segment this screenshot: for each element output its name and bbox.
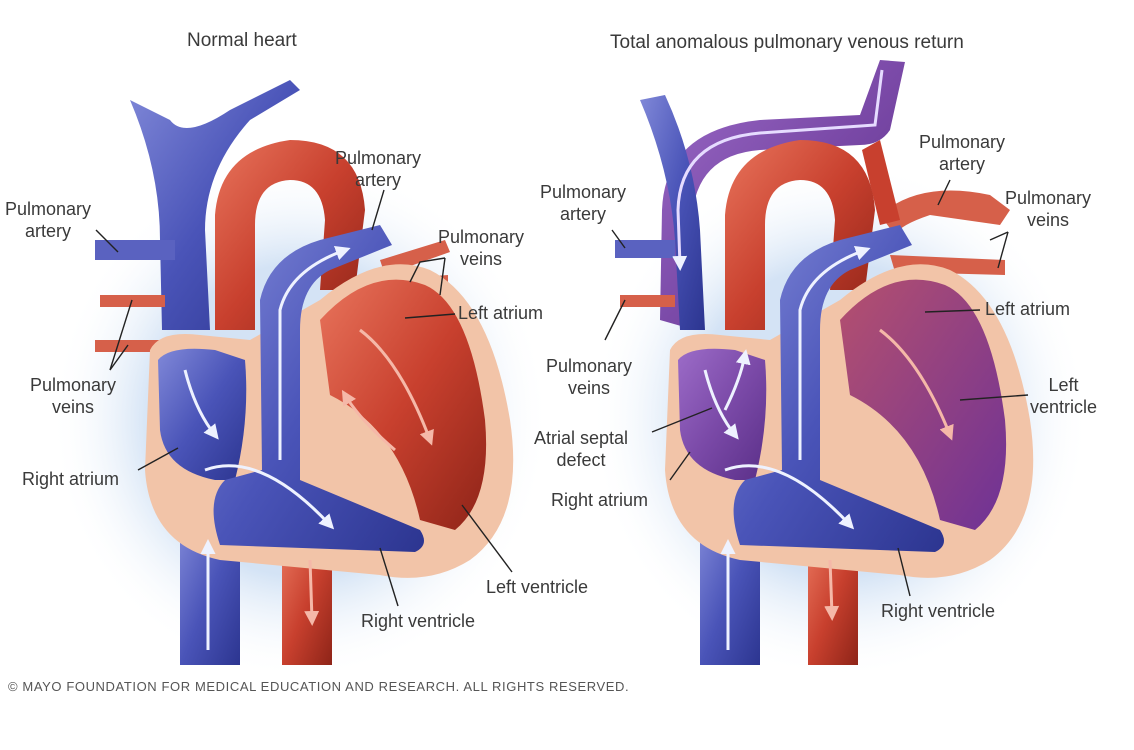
tapvr-flow-arrow-ra — [703, 369, 739, 440]
label-tapvr-pulmonary-veins-right: Pulmonary veins — [1005, 188, 1092, 230]
tapvr-flow-arrow-aorta — [824, 559, 840, 621]
label-tapvr-right-ventricle: Right ventricle — [881, 601, 996, 621]
leader-tapvr-pa-left — [611, 229, 626, 249]
label-normal-right-ventricle: Right ventricle — [361, 611, 476, 631]
leader-normal-pv-left-b — [109, 344, 129, 371]
tapvr-superior-vena-cava — [640, 95, 705, 330]
label-tapvr-pulmonary-veins-left: Pulmonary veins — [546, 356, 633, 398]
label-tapvr-atrial-septal-defect: Atrial septal defect — [534, 428, 629, 470]
leader-normal-pv-right-b — [439, 257, 446, 296]
label-tapvr-pulmonary-artery-left: Pulmonary artery — [540, 182, 627, 224]
label-normal-pulmonary-artery-top: Pulmonary artery — [335, 148, 422, 190]
label-normal-pulmonary-artery-left: Pulmonary artery — [5, 199, 92, 241]
label-normal-right-atrium: Right atrium — [22, 469, 120, 489]
leader-tapvr-rv — [897, 547, 911, 597]
label-tapvr-pulmonary-artery-top: Pulmonary artery — [919, 132, 1006, 174]
leader-normal-pv-left-a — [109, 299, 133, 371]
tapvr-flow-arrow-pa — [798, 246, 871, 460]
tapvr-pv-collector — [862, 140, 900, 225]
leader-tapvr-pv-right-b — [997, 231, 1009, 269]
tapvr-left-pv-stub — [620, 295, 675, 307]
left-chambers — [320, 279, 487, 530]
flow-arrow-ra — [183, 369, 219, 440]
leader-tapvr-pv-left — [604, 299, 626, 341]
label-tapvr-left-ventricle: Left ventricle — [1030, 375, 1098, 417]
leader-normal-ra — [137, 447, 179, 471]
label-normal-left-ventricle: Left ventricle — [486, 577, 589, 597]
tapvr-flow-arrow-rv — [724, 464, 855, 530]
tapvr-heart — [590, 60, 1090, 680]
flow-arrow-rv — [204, 464, 335, 530]
label-normal-pulmonary-veins-left: Pulmonary veins — [30, 375, 117, 417]
normal-heart — [50, 80, 550, 680]
right-ventricle-pulmonary-trunk — [213, 225, 424, 552]
flow-arrow-pa — [278, 246, 351, 460]
leader-tapvr-pa-top — [937, 179, 951, 206]
tapvr-flow-arrow-asd — [723, 349, 751, 411]
leader-normal-pv-right-a — [409, 257, 446, 283]
superior-vena-cava — [130, 80, 300, 330]
tapvr-right-ventricle-pulmonary-trunk — [733, 225, 944, 552]
flow-arrow-vertical-vein — [672, 69, 884, 271]
leader-normal-pa-left — [95, 229, 119, 253]
tapvr-title: Total anomalous pulmonary venous return — [610, 32, 964, 53]
label-tapvr-right-atrium: Right atrium — [551, 490, 649, 510]
leader-tapvr-la — [924, 309, 981, 313]
flow-arrow-aorta — [304, 559, 320, 626]
left-pulmonary-vein-stub-1 — [100, 295, 165, 307]
flow-arrow-lv-out — [341, 389, 396, 452]
leader-normal-lv — [461, 504, 513, 573]
copyright-credit: © MAYO FOUNDATION FOR MEDICAL EDUCATION … — [8, 679, 630, 694]
leader-normal-la — [404, 313, 456, 319]
normal-leader-lines — [95, 189, 513, 607]
leader-tapvr-lv — [959, 394, 1029, 401]
aortic-arch — [215, 140, 365, 330]
label-normal-left-atrium: Left atrium — [458, 303, 544, 323]
tapvr-flow-arrow-lv — [879, 328, 954, 441]
tapvr-left-pa-stub — [615, 240, 675, 258]
tapvr-pv-right-1 — [880, 190, 1010, 235]
tapvr-leader-lines — [604, 179, 1029, 597]
label-normal-pulmonary-veins-right: Pulmonary veins — [438, 227, 525, 269]
leader-normal-rv — [379, 547, 399, 607]
leader-tapvr-pv-right-a — [989, 231, 1009, 241]
leader-tapvr-ra — [669, 451, 691, 481]
label-tapvr-left-atrium: Left atrium — [985, 299, 1071, 319]
leader-tapvr-asd — [651, 407, 713, 433]
left-pulmonary-vein-stub-2 — [95, 340, 165, 352]
normal-heart-title: Normal heart — [187, 30, 297, 51]
tapvr-aortic-arch — [725, 140, 875, 330]
flow-arrow-lv — [359, 328, 434, 446]
left-pulmonary-artery-stub — [95, 240, 175, 260]
tapvr-left-chambers — [840, 279, 1007, 530]
leader-normal-pa-top — [371, 189, 385, 231]
